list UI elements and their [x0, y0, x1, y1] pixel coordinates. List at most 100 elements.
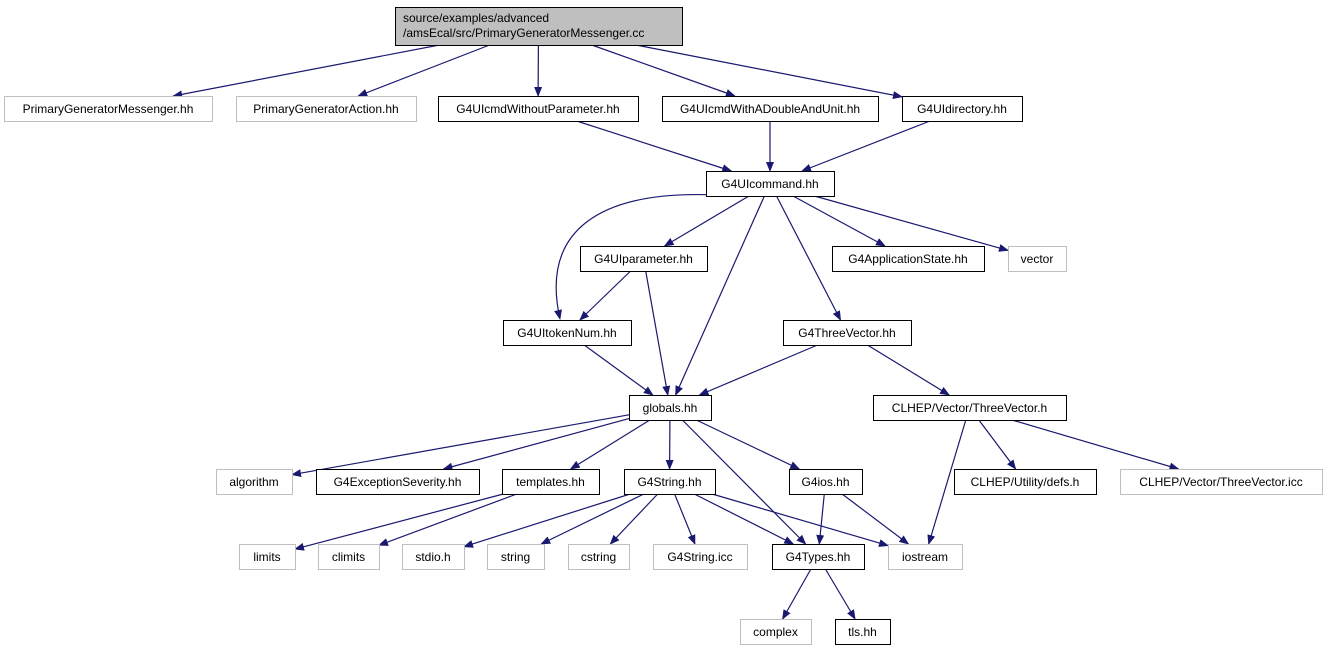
node-tv_icc[interactable]: CLHEP/Vector/ThreeVector.icc — [1120, 469, 1323, 495]
node-label-tls: tls.hh — [848, 625, 877, 639]
node-label-g4ios: G4ios.hh — [801, 475, 849, 489]
node-box-vector — [1008, 246, 1067, 272]
node-templates[interactable]: templates.hh — [502, 469, 600, 495]
dependency-edges — [172, 44, 1180, 620]
node-box-appstate — [832, 246, 985, 272]
node-label-uiparam: G4UIparameter.hh — [594, 252, 693, 266]
edge-clhep_tv-to-iostream — [927, 419, 967, 545]
node-label-stdio: stdio.h — [415, 550, 450, 564]
node-label-uicommand: G4UIcommand.hh — [721, 177, 818, 191]
node-label-uidir: G4UIdirectory.hh — [917, 102, 1007, 116]
node-vector[interactable]: vector — [1008, 246, 1067, 272]
node-climits[interactable]: climits — [318, 544, 380, 570]
node-box-complex — [740, 619, 812, 645]
node-label-tokennum: G4UItokenNum.hh — [517, 326, 616, 340]
edge-uiparam-to-tokennum — [579, 270, 632, 321]
node-cstring[interactable]: cstring — [568, 544, 630, 570]
node-box-uicommand — [706, 171, 835, 197]
node-box-clhep_tv — [873, 395, 1067, 421]
node-appstate[interactable]: G4ApplicationState.hh — [832, 246, 985, 272]
node-uicommand[interactable]: G4UIcommand.hh — [706, 171, 835, 197]
node-uidir[interactable]: G4UIdirectory.hh — [902, 96, 1023, 122]
node-box-string — [487, 544, 545, 570]
node-threevec[interactable]: G4ThreeVector.hh — [783, 320, 912, 346]
node-box-excsev — [316, 469, 480, 495]
node-box-root — [395, 7, 683, 46]
edge-uicommand-to-vector — [814, 195, 1009, 252]
node-pga_hh[interactable]: PrimaryGeneratorAction.hh — [236, 96, 417, 122]
node-cmd_wo[interactable]: G4UIcmdWithoutParameter.hh — [438, 96, 639, 122]
node-algorithm[interactable]: algorithm — [216, 469, 293, 495]
node-tokennum[interactable]: G4UItokenNum.hh — [503, 320, 632, 346]
node-box-tls — [835, 619, 891, 645]
edge-g4types-to-complex — [782, 568, 812, 620]
edge-g4string-to-stdio — [463, 493, 631, 548]
node-label-root-line2: /amsEcal/src/PrimaryGeneratorMessenger.c… — [403, 26, 644, 40]
edge-uicommand-to-tokennum — [554, 193, 717, 320]
node-box-g4string_icc — [653, 544, 748, 570]
node-limits[interactable]: limits — [239, 544, 296, 570]
node-iostream[interactable]: iostream — [888, 544, 963, 570]
edge-clhep_tv-to-tv_icc — [1011, 419, 1180, 471]
edge-uiparam-to-globals — [645, 270, 671, 396]
edge-threevec-to-globals — [698, 344, 818, 396]
node-label-g4string_icc: G4String.icc — [667, 550, 732, 564]
edge-uicommand-to-uiparam — [663, 195, 750, 247]
node-pgm_hh[interactable]: PrimaryGeneratorMessenger.hh — [4, 96, 213, 122]
node-g4string_icc[interactable]: G4String.icc — [653, 544, 748, 570]
node-label-clhep_tv: CLHEP/Vector/ThreeVector.h — [892, 401, 1047, 415]
edge-root-to-pgm_hh — [172, 44, 440, 99]
node-excsev[interactable]: G4ExceptionSeverity.hh — [316, 469, 480, 495]
node-g4ios[interactable]: G4ios.hh — [789, 469, 863, 495]
edge-g4types-to-tls — [824, 568, 856, 620]
node-box-tv_icc — [1120, 469, 1323, 495]
node-g4string[interactable]: G4String.hh — [624, 469, 716, 495]
file-nodes: source/examples/advanced/amsEcal/src/Pri… — [4, 7, 1323, 645]
node-label-vector: vector — [1021, 252, 1054, 266]
node-g4types[interactable]: G4Types.hh — [772, 544, 865, 570]
node-label-cstring: cstring — [581, 550, 616, 564]
edge-g4ios-to-g4types — [816, 493, 825, 545]
node-box-pgm_hh — [4, 96, 213, 122]
node-label-tv_icc: CLHEP/Vector/ThreeVector.icc — [1139, 475, 1302, 489]
node-label-defs: CLHEP/Utility/defs.h — [971, 475, 1080, 489]
node-box-threevec — [783, 320, 912, 346]
edge-uicommand-to-appstate — [792, 195, 886, 247]
edge-g4string-to-g4types — [694, 493, 795, 545]
edge-g4string-to-iostream — [711, 493, 889, 547]
node-box-g4ios — [789, 469, 863, 495]
edge-g4string-to-cstring — [609, 493, 659, 545]
node-cmd_du[interactable]: G4UIcmdWithADoubleAndUnit.hh — [662, 96, 879, 122]
node-stdio[interactable]: stdio.h — [402, 544, 465, 570]
node-clhep_tv[interactable]: CLHEP/Vector/ThreeVector.h — [873, 395, 1067, 421]
node-string[interactable]: string — [487, 544, 545, 570]
node-label-pga_hh: PrimaryGeneratorAction.hh — [253, 102, 398, 116]
node-label-iostream: iostream — [902, 550, 948, 564]
node-label-cmd_du: G4UIcmdWithADoubleAndUnit.hh — [680, 102, 860, 116]
edge-globals-to-algorithm — [291, 414, 630, 478]
edge-g4ios-to-iostream — [841, 493, 910, 545]
node-root[interactable]: source/examples/advanced/amsEcal/src/Pri… — [395, 7, 683, 46]
node-label-algorithm: algorithm — [229, 475, 278, 489]
node-box-cmd_du — [662, 96, 879, 122]
node-label-g4string: G4String.hh — [637, 475, 701, 489]
node-box-defs — [954, 469, 1097, 495]
edge-root-to-uidir — [635, 44, 903, 100]
node-uiparam[interactable]: G4UIparameter.hh — [580, 246, 708, 272]
node-defs[interactable]: CLHEP/Utility/defs.h — [954, 469, 1097, 495]
node-complex[interactable]: complex — [740, 619, 812, 645]
edge-threevec-to-clhep_tv — [867, 344, 950, 396]
edge-globals-to-excsev — [442, 418, 630, 471]
node-globals[interactable]: globals.hh — [629, 395, 712, 421]
node-box-globals — [629, 395, 712, 421]
node-box-algorithm — [216, 469, 293, 495]
node-box-tokennum — [503, 320, 632, 346]
node-label-cmd_wo: G4UIcmdWithoutParameter.hh — [456, 102, 619, 116]
node-tls[interactable]: tls.hh — [835, 619, 891, 645]
edge-globals-to-g4types — [681, 419, 807, 545]
edge-tokennum-to-globals — [583, 344, 654, 396]
node-box-iostream — [888, 544, 963, 570]
node-label-complex: complex — [753, 625, 798, 639]
node-box-g4string — [624, 469, 716, 495]
